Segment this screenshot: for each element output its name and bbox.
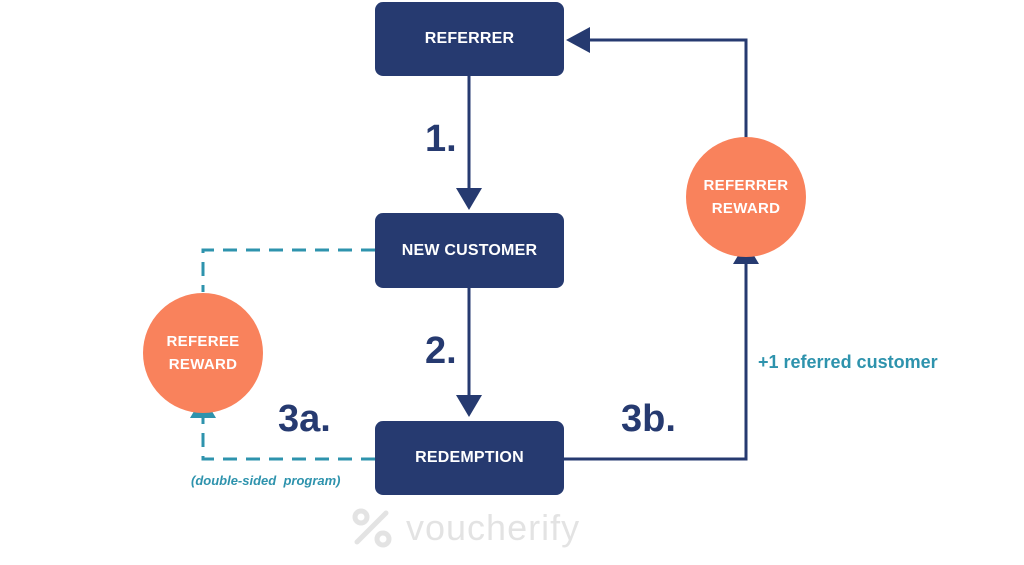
step-1-label: 1. — [425, 118, 457, 160]
referrer-box: REFERRER — [375, 2, 564, 76]
arrowhead-down-1 — [456, 188, 482, 210]
dashed-redemption-to-referee — [201, 416, 375, 461]
step-3b-label: 3b. — [621, 398, 676, 440]
double-sided-note: (double-sided program) — [191, 473, 341, 488]
voucherify-logo: voucherify — [352, 507, 580, 549]
referrer-label: REFERRER — [424, 30, 515, 47]
arrow-reward-to-referrer — [588, 38, 748, 140]
step-2-label: 2. — [425, 330, 457, 372]
step-3a-label: 3a. — [278, 398, 331, 440]
referred-customer-note: +1 referred customer — [758, 352, 938, 372]
arrowhead-left-referrer — [566, 27, 590, 53]
arrow-redemption-to-referrer-reward — [564, 262, 748, 461]
referrer-reward-line2: REWARD — [711, 200, 781, 217]
redemption-label: REDEMPTION — [415, 449, 524, 466]
voucherify-logo-icon — [352, 508, 392, 548]
referee-reward-line1: REFEREE — [166, 333, 240, 350]
referee-reward-line2: REWARD — [168, 356, 238, 373]
referrer-reward-circle: REFERRER REWARD — [686, 137, 806, 257]
new-customer-label: NEW CUSTOMER — [401, 241, 538, 259]
referee-reward-circle: REFEREE REWARD — [143, 293, 263, 413]
new-customer-box: NEW CUSTOMER — [375, 213, 564, 288]
dashed-new-customer-to-referee — [201, 248, 375, 292]
voucherify-wordmark: voucherify — [406, 507, 581, 548]
arrowhead-down-2 — [456, 395, 482, 417]
redemption-box: REDEMPTION — [375, 421, 564, 495]
referrer-reward-line1: REFERRER — [703, 177, 789, 194]
